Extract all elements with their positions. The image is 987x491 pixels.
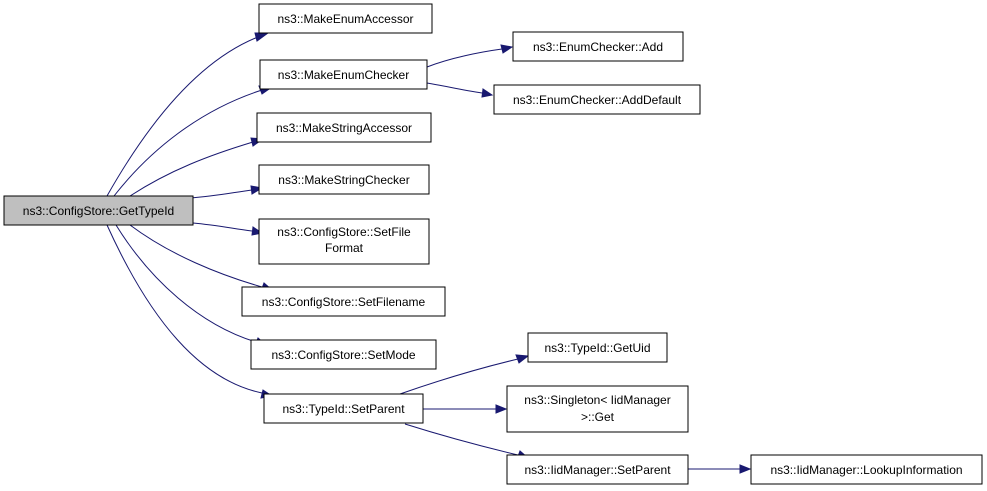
edge-root-to-makeenumchecker (113, 85, 274, 197)
node-label: ns3::EnumChecker::AddDefault (513, 93, 682, 107)
node-enumchecker-adddefault[interactable]: ns3::EnumChecker::AddDefault (493, 84, 701, 115)
node-label: ns3::IidManager::LookupInformation (770, 463, 962, 477)
node-makeenumaccessor[interactable]: ns3::MakeEnumAccessor (258, 3, 433, 34)
edge-iidmanager-setparent-to-lookupinformation (688, 464, 752, 474)
edge-root-to-makestringaccessor (129, 137, 265, 197)
node-iidmanager-setparent[interactable]: ns3::IidManager::SetParent (506, 454, 689, 485)
node-label: ns3::EnumChecker::Add (533, 40, 663, 54)
edge-root-to-setfileformat (192, 222, 264, 236)
node-makestringchecker[interactable]: ns3::MakeStringChecker (258, 164, 430, 195)
node-makestringaccessor[interactable]: ns3::MakeStringAccessor (256, 112, 432, 143)
node-label: ns3::MakeStringAccessor (276, 121, 412, 135)
node-label: Format (325, 241, 364, 255)
node-label: ns3::ConfigStore::SetFile (277, 225, 411, 239)
edge-makeenumchecker-to-add (426, 44, 514, 68)
node-singleton-iidmanager-get[interactable]: ns3::Singleton< IidManager >::Get (506, 385, 689, 433)
node-configstore-setmode[interactable]: ns3::ConfigStore::SetMode (250, 339, 437, 370)
node-label: ns3::MakeStringChecker (278, 173, 409, 187)
edge-root-to-setfilename (129, 224, 274, 292)
node-typeid-setparent[interactable]: ns3::TypeId::SetParent (263, 393, 424, 424)
edge-setparent-to-getuid (399, 354, 530, 395)
node-typeid-getuid[interactable]: ns3::TypeId::GetUid (527, 332, 668, 363)
edge-makeenumchecker-to-adddefault (426, 82, 494, 98)
node-label: ns3::MakeEnumAccessor (277, 12, 413, 26)
node-configstore-setfilename[interactable]: ns3::ConfigStore::SetFilename (241, 286, 446, 317)
node-label: ns3::ConfigStore::GetTypeId (23, 204, 174, 218)
node-iidmanager-lookupinformation[interactable]: ns3::IidManager::LookupInformation (750, 454, 983, 485)
function-nodes: ns3::ConfigStore::GetTypeId ns3::MakeEnu… (3, 3, 983, 485)
node-makeenumchecker[interactable]: ns3::MakeEnumChecker (259, 59, 428, 90)
node-label: >::Get (581, 410, 615, 424)
node-label: ns3::ConfigStore::SetMode (271, 348, 415, 362)
node-root-gettypeid[interactable]: ns3::ConfigStore::GetTypeId (3, 195, 194, 226)
node-label: ns3::TypeId::GetUid (544, 341, 650, 355)
node-label: ns3::MakeEnumChecker (278, 68, 409, 82)
node-label: ns3::ConfigStore::SetFilename (262, 295, 426, 309)
node-label: ns3::Singleton< IidManager (524, 393, 670, 407)
node-label: ns3::TypeId::SetParent (282, 402, 405, 416)
edge-setparent-to-singletonget (423, 404, 508, 414)
node-configstore-setfileformat[interactable]: ns3::ConfigStore::SetFile Format (258, 218, 430, 265)
node-label: ns3::IidManager::SetParent (524, 463, 671, 477)
edge-root-to-makeenumaccessor (106, 32, 270, 197)
node-enumchecker-add[interactable]: ns3::EnumChecker::Add (512, 31, 684, 62)
edge-root-to-makestringchecker (189, 185, 264, 199)
